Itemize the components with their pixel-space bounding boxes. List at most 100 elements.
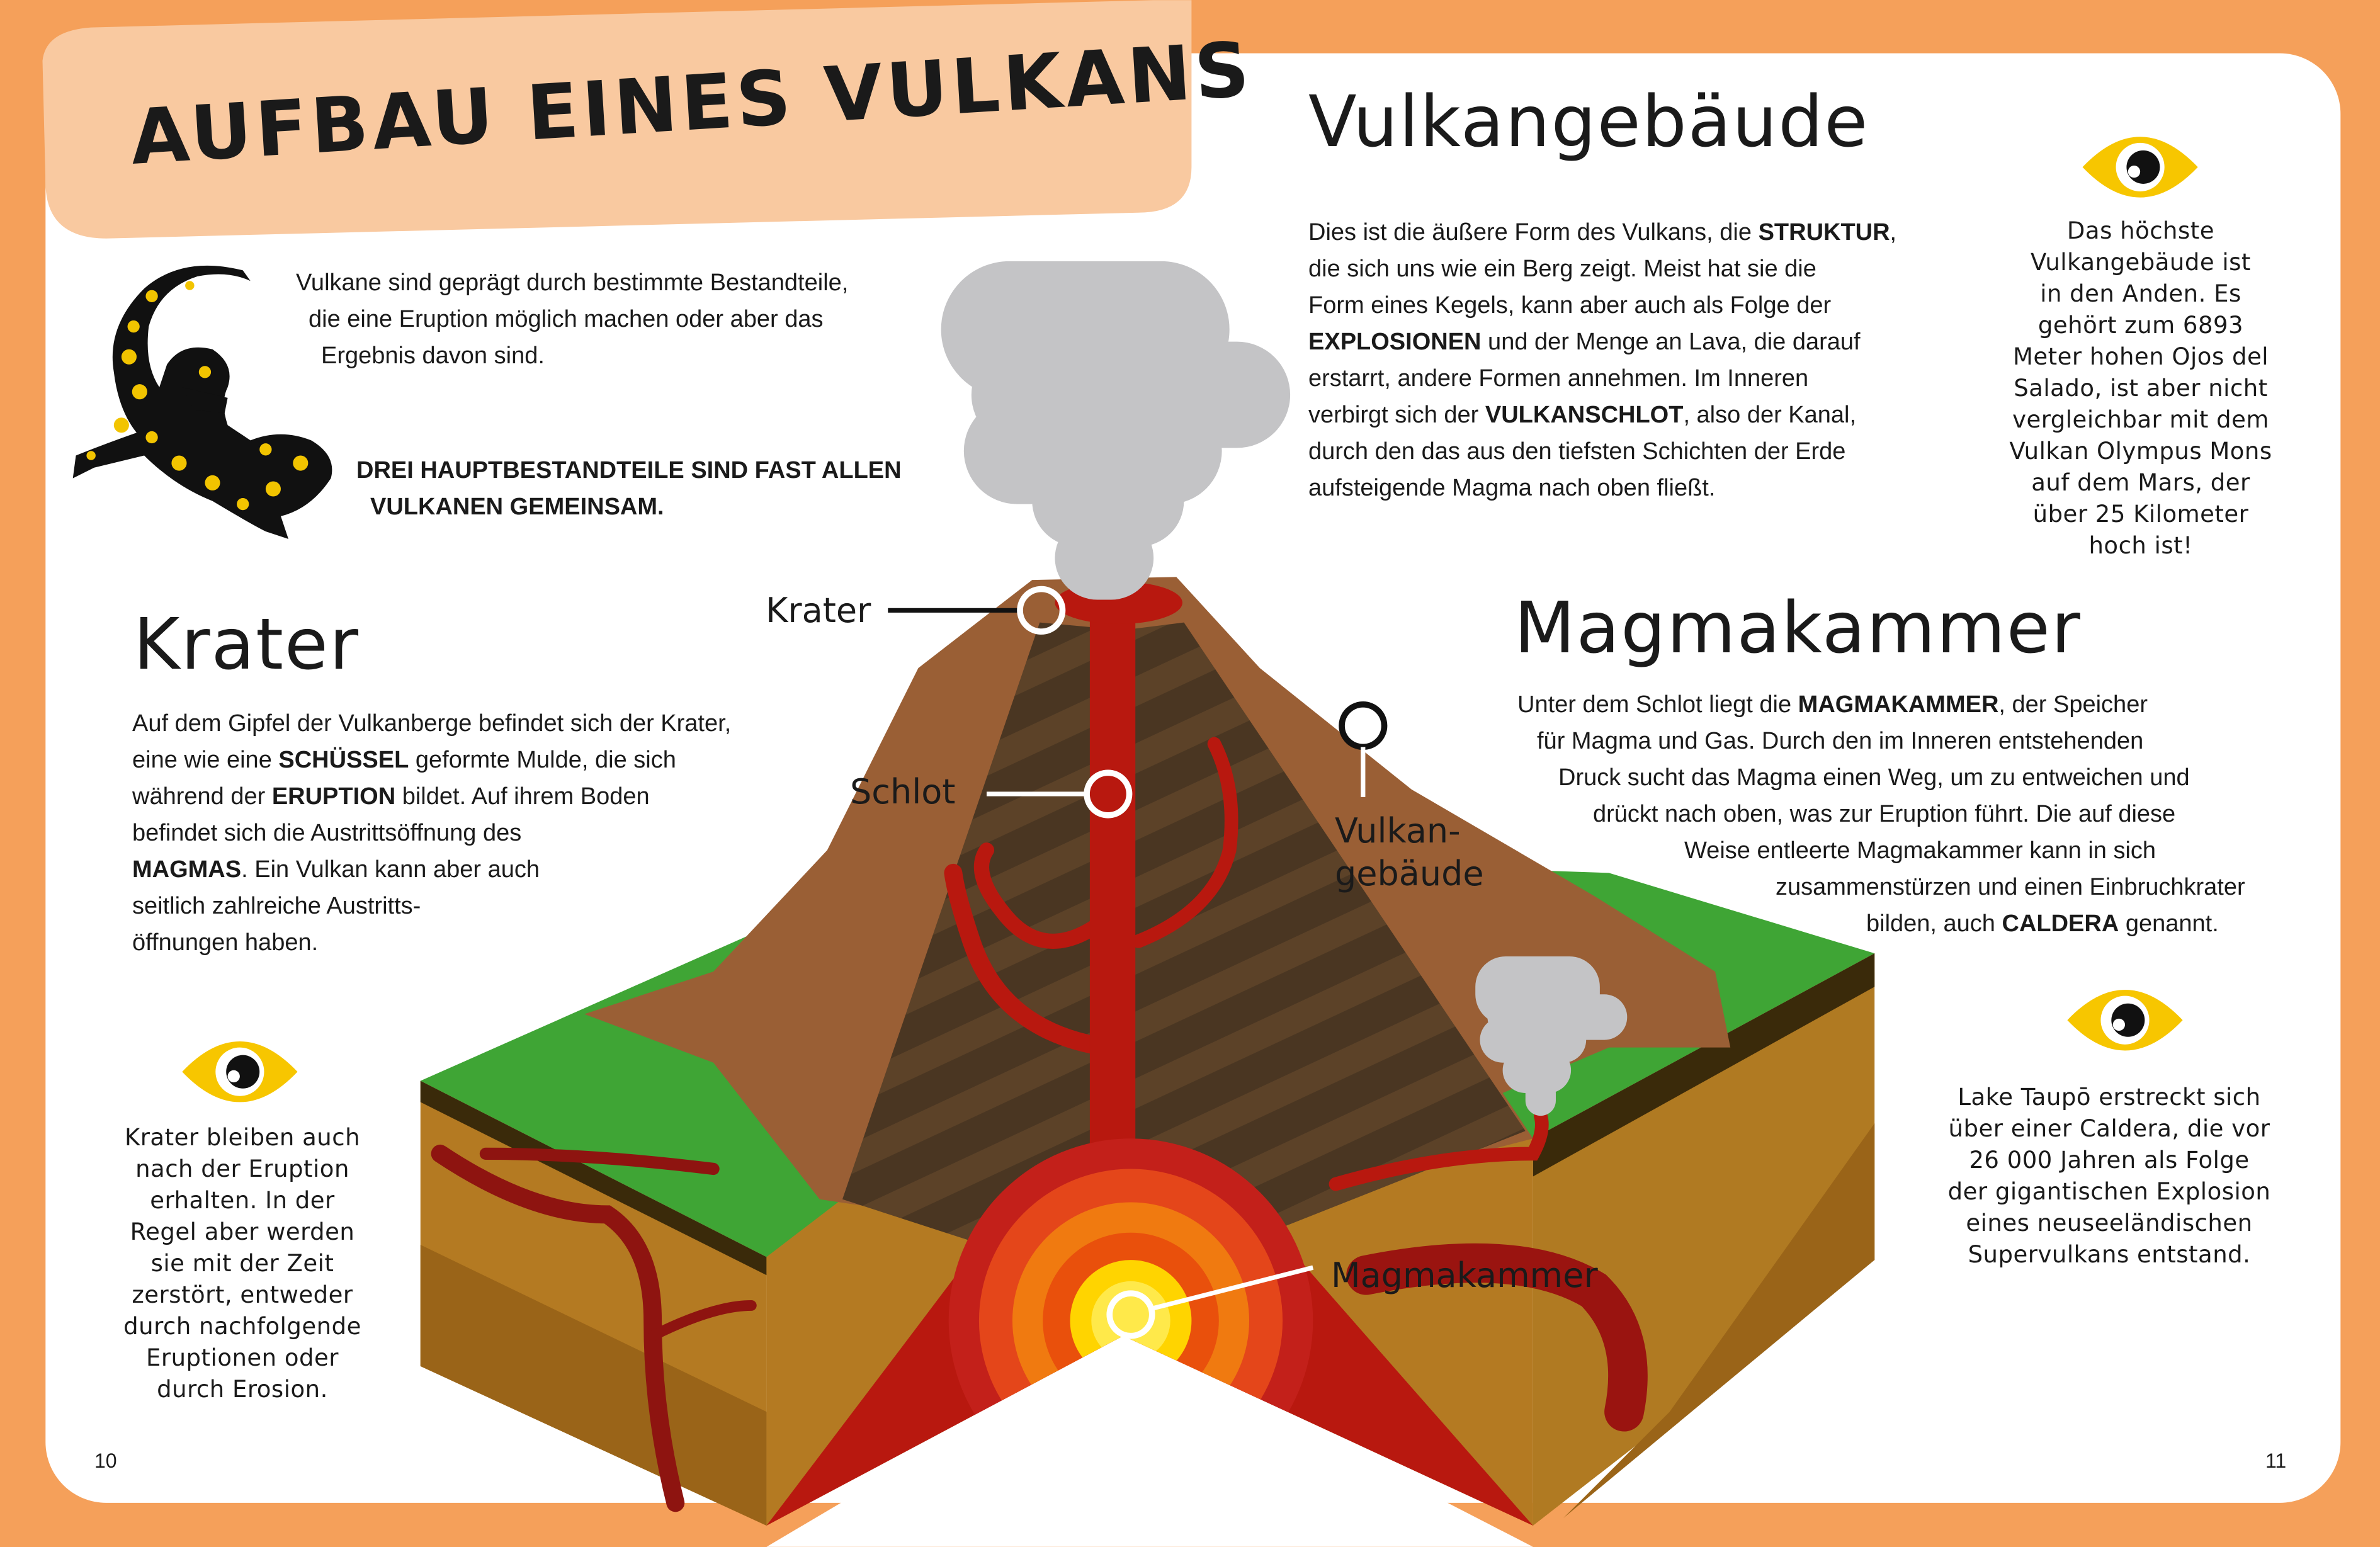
paragraph-line: seitlich zahlreiche Austritts- (132, 888, 731, 924)
callout-vulkangebaeude (1339, 701, 1388, 797)
intro-bold-line: VULKANEN GEMEINSAM. (370, 494, 664, 520)
intro-bold-line: DREI HAUPTBESTANDTEILE SIND FAST ALLEN (356, 457, 902, 484)
line-text: Form eines Kegels, kann aber auch als Fo… (1308, 292, 1832, 319)
line-text: . Ein Vulkan kann aber auch (241, 856, 540, 883)
note-line: in den Anden. Es (2040, 280, 2241, 307)
magmakammer-note: Lake Taupō erstreckt sich über einer Cald… (1948, 1082, 2271, 1271)
note-line: der gigantischen Explosion (1947, 1178, 2271, 1205)
eye-icon (2082, 137, 2198, 198)
line-text: bilden, auch (1866, 910, 2002, 937)
paragraph-line: Dies ist die äußere Form des Vulkans, di… (1308, 214, 1896, 251)
line-text: , (1890, 219, 1897, 246)
eye-icon (182, 1041, 298, 1102)
smoke-cloud (941, 261, 1291, 600)
intro-line: die eine Eruption möglich machen oder ab… (309, 306, 824, 332)
vulkangebaeude-text: Dies ist die äußere Form des Vulkans, di… (1308, 214, 1896, 506)
paragraph-line: Form eines Kegels, kann aber auch als Fo… (1308, 287, 1896, 324)
line-text: verbirgt sich der (1308, 402, 1485, 428)
krater-text: Auf dem Gipfel der Vulkanberge befindet … (132, 705, 731, 961)
bold-term: SCHÜSSEL (278, 747, 409, 773)
small-smoke-cloud (1475, 956, 1628, 1116)
paragraph-line: erstarrt, andere Formen annehmen. Im Inn… (1308, 360, 1896, 397)
paragraph-line: EXPLOSIONEN und der Menge an Lava, die d… (1308, 324, 1896, 360)
krater-heading: Krater (133, 604, 360, 686)
paragraph-line: bilden, auch CALDERA genannt. (1866, 905, 2380, 942)
intro-line: Ergebnis davon sind. (321, 343, 545, 369)
bold-term: CALDERA (2002, 910, 2119, 937)
note-line: 26 000 Jahren als Folge (1969, 1147, 2250, 1174)
title-tab (42, 0, 1192, 239)
note-line: durch Erosion. (157, 1376, 328, 1403)
callout-krater (888, 586, 1066, 635)
note-line: Eruptionen oder (146, 1344, 339, 1371)
bold-term: MAGMAKAMMER (1798, 691, 1999, 718)
note-line: Vulkan Olympus Mons (2009, 438, 2272, 465)
bold-term: VULKANSCHLOT (1485, 402, 1684, 428)
paragraph-line: Weise entleerte Magmakammer kann in sich (1684, 832, 2316, 869)
intro-line: Vulkane sind geprägt durch bestimmte Bes… (296, 269, 849, 296)
magmakammer-heading: Magmakammer (1514, 587, 2082, 669)
note-line: Vulkangebäude ist (2031, 249, 2251, 276)
magmakammer-text: Unter dem Schlot liegt die MAGMAKAMMER, … (1517, 686, 2245, 942)
bold-term: MAGMAS (132, 856, 242, 883)
paragraph-line: zusammenstürzen und einen Einbruchkrater (1776, 869, 2380, 905)
volcano-diagram (182, 137, 2198, 1547)
intro-text: Vulkane sind geprägt durch bestimmte Bes… (296, 264, 848, 374)
page-number-left: 10 (94, 1449, 117, 1472)
line-text: öffnungen haben. (132, 929, 319, 956)
line-text: , also der Kanal, (1683, 402, 1857, 428)
note-line: über einer Caldera, die vor (1948, 1115, 2270, 1142)
paragraph-line: Auf dem Gipfel der Vulkanberge befindet … (132, 705, 731, 742)
note-line: Das höchste (2066, 217, 2215, 244)
line-text: zusammenstürzen und einen Einbruchkrater (1776, 874, 2245, 900)
paragraph-line: die sich uns wie ein Berg zeigt. Meist h… (1308, 251, 1896, 287)
line-text: Auf dem Gipfel der Vulkanberge befindet … (132, 710, 732, 737)
note-line: erhalten. In der (150, 1187, 335, 1214)
line-text: bildet. Auf ihrem Boden (395, 783, 650, 810)
label-krater: Krater (766, 591, 871, 630)
eye-icon (2067, 990, 2183, 1051)
label-vulkangebaeude-2: gebäude (1335, 854, 1484, 893)
note-line: Lake Taupō erstreckt sich (1958, 1084, 2261, 1111)
paragraph-line: befindet sich die Austrittsöffnung des (132, 815, 731, 851)
line-text: Druck sucht das Magma einen Weg, um zu e… (1558, 764, 2190, 791)
note-line: eines neuseeländischen (1966, 1210, 2253, 1237)
paragraph-line: MAGMAS. Ein Vulkan kann aber auch (132, 851, 731, 888)
line-text: , der Speicher (1998, 691, 2148, 718)
page-number-right: 11 (2265, 1449, 2287, 1472)
paragraph-line: Unter dem Schlot liegt die MAGMAKAMMER, … (1517, 686, 2149, 723)
line-text: erstarrt, andere Formen annehmen. Im Inn… (1308, 365, 1809, 392)
note-line: über 25 Kilometer (2032, 501, 2249, 528)
salamander-image (72, 265, 332, 540)
line-text: während der (132, 783, 272, 810)
note-line: hoch ist! (2088, 532, 2193, 559)
vulkangebaeude-heading: Vulkangebäude (1308, 81, 1869, 163)
paragraph-line: eine wie eine SCHÜSSEL geformte Mulde, d… (132, 742, 731, 778)
line-text: eine wie eine (132, 747, 279, 773)
note-line: vergleichbar mit dem (2012, 406, 2269, 433)
line-text: seitlich zahlreiche Austritts- (132, 893, 421, 919)
paragraph-line: Druck sucht das Magma einen Weg, um zu e… (1558, 759, 2190, 796)
bold-term: STRUKTUR (1758, 219, 1890, 246)
note-line: gehört zum 6893 (2037, 312, 2244, 339)
line-text: genannt. (2119, 910, 2219, 937)
paragraph-line: öffnungen haben. (132, 924, 731, 961)
paragraph-line: für Magma und Gas. Durch den im Inneren … (1537, 723, 2168, 759)
paragraph-line: verbirgt sich der VULKANSCHLOT, also der… (1308, 397, 1896, 433)
label-vulkangebaeude-1: Vulkan- (1335, 811, 1461, 851)
line-text: und der Menge an Lava, die darauf (1481, 329, 1861, 355)
line-text: Unter dem Schlot liegt die (1517, 691, 1798, 718)
line-text: durch den das aus den tiefsten Schichten… (1308, 438, 1846, 465)
note-line: durch nachfolgende (123, 1313, 361, 1340)
line-text: geformte Mulde, die sich (409, 747, 676, 773)
note-line: Supervulkans entstand. (1968, 1241, 2251, 1268)
bold-term: ERUPTION (271, 783, 396, 810)
label-magmakammer: Magmakammer (1331, 1255, 1598, 1295)
label-schlot: Schlot (850, 772, 956, 812)
line-text: Weise entleerte Magmakammer kann in sich (1684, 837, 2156, 864)
note-line: zerstört, entweder (132, 1281, 353, 1308)
note-line: sie mit der Zeit (150, 1250, 334, 1277)
intro-highlight: DREI HAUPTBESTANDTEILE SIND FAST ALLEN V… (356, 452, 902, 525)
